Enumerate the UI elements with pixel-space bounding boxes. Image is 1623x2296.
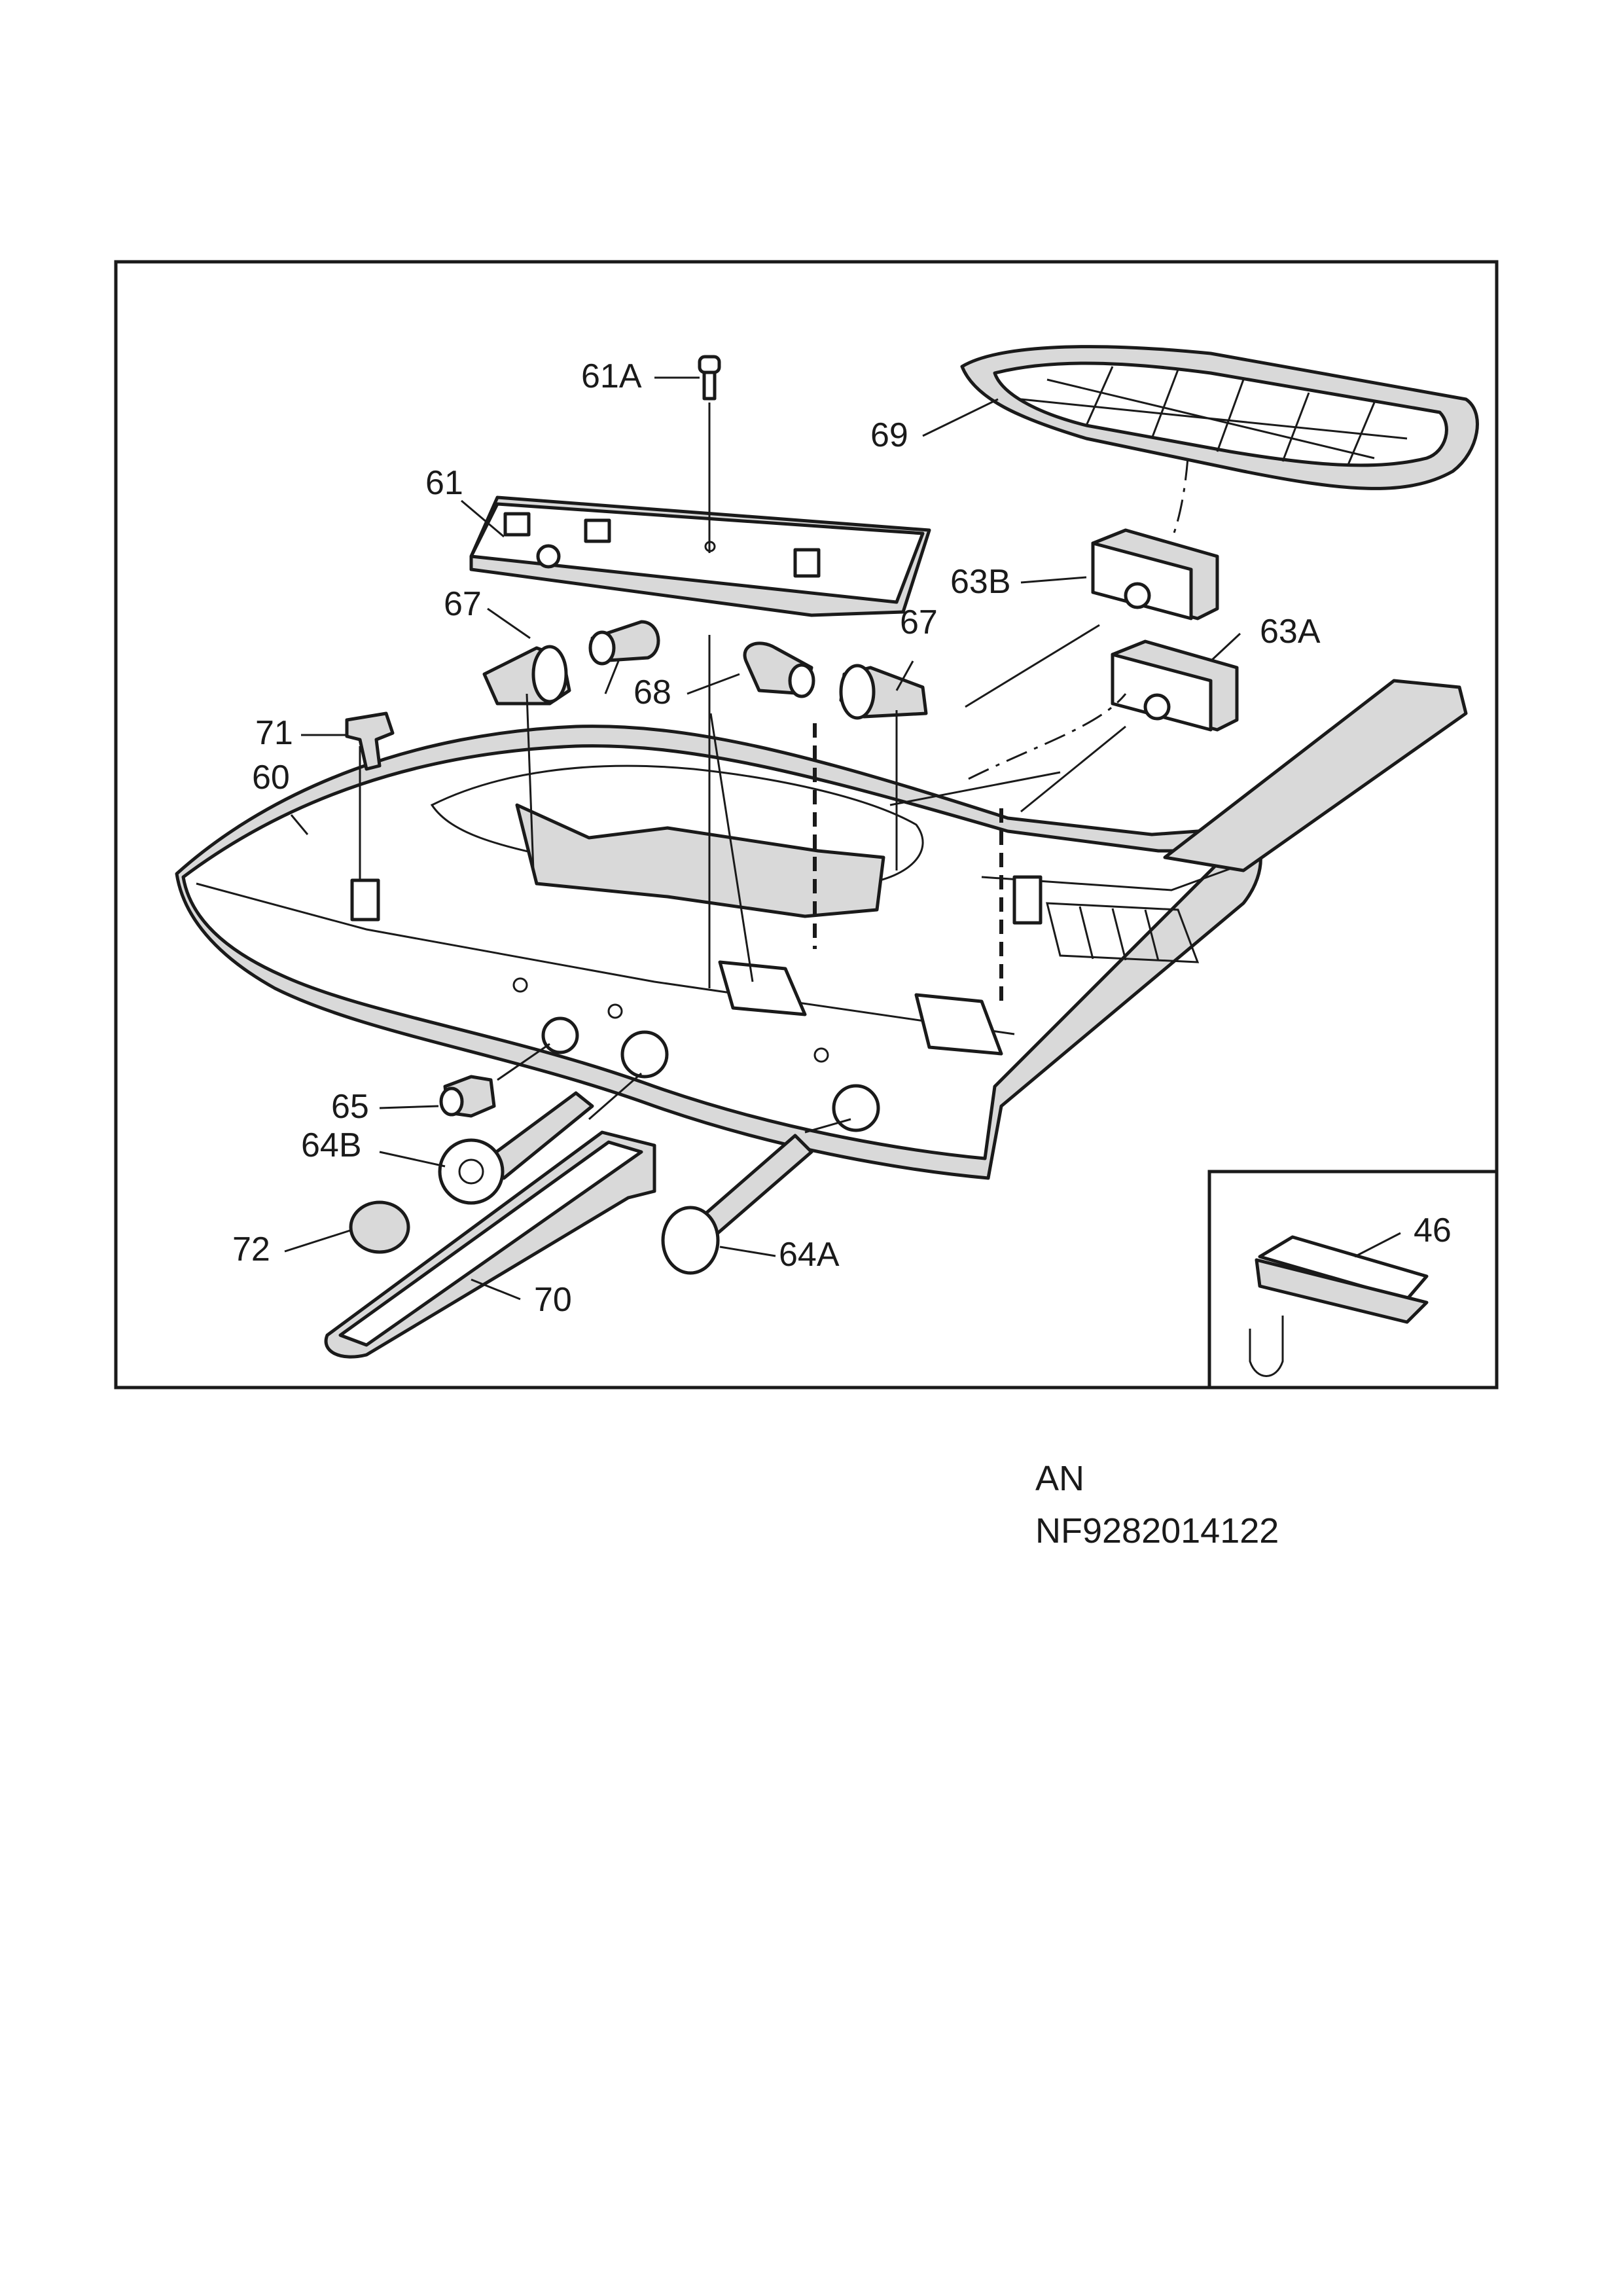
switch-part-63A — [1111, 639, 1239, 732]
bulb-part-68-right — [743, 641, 815, 698]
lens-part-65 — [439, 1075, 496, 1118]
callout-46: 46 — [1414, 1211, 1452, 1249]
callout-70: 70 — [534, 1281, 572, 1319]
lampholder-part-67-left — [482, 645, 571, 706]
knob-part-72 — [349, 1200, 410, 1254]
callout-61: 61 — [425, 464, 463, 502]
callout-67-right: 67 — [900, 603, 938, 641]
callout-64B: 64B — [301, 1126, 362, 1164]
lampholder-part-67-right — [839, 664, 928, 720]
callout-71: 71 — [255, 714, 293, 752]
grille-part-69 — [960, 345, 1479, 490]
drawing-code-line-1: AN — [1035, 1459, 1085, 1498]
callout-63A: 63A — [1260, 613, 1321, 651]
shaft-part-64A — [661, 1134, 813, 1275]
callout-65: 65 — [331, 1088, 369, 1126]
screw-part-61A — [698, 355, 721, 401]
callout-60: 60 — [252, 759, 290, 797]
slider-part-70 — [324, 1130, 656, 1359]
housing-part-60 — [175, 679, 1468, 1180]
callout-69: 69 — [870, 416, 908, 454]
inset-frame — [1207, 1170, 1497, 1388]
callout-63B: 63B — [950, 563, 1011, 601]
switch-part-63B — [1091, 528, 1219, 620]
bulb-part-68-left — [588, 620, 660, 666]
callout-61A: 61A — [581, 357, 642, 395]
pcb-part-61 — [469, 495, 931, 617]
inset-part-46 — [1249, 1235, 1429, 1377]
assembly-lines — [359, 403, 1189, 1134]
drawing-code-line-2: NF9282014122 — [1035, 1511, 1279, 1551]
clip-part-71 — [345, 711, 395, 771]
diagram-frame — [114, 260, 1499, 1390]
callout-68: 68 — [633, 673, 671, 711]
callout-64A: 64A — [779, 1236, 840, 1274]
leader-lines — [284, 376, 1401, 1300]
callout-72: 72 — [232, 1230, 270, 1268]
shaft-part-64B — [438, 1091, 594, 1205]
callout-67-left: 67 — [444, 585, 482, 623]
